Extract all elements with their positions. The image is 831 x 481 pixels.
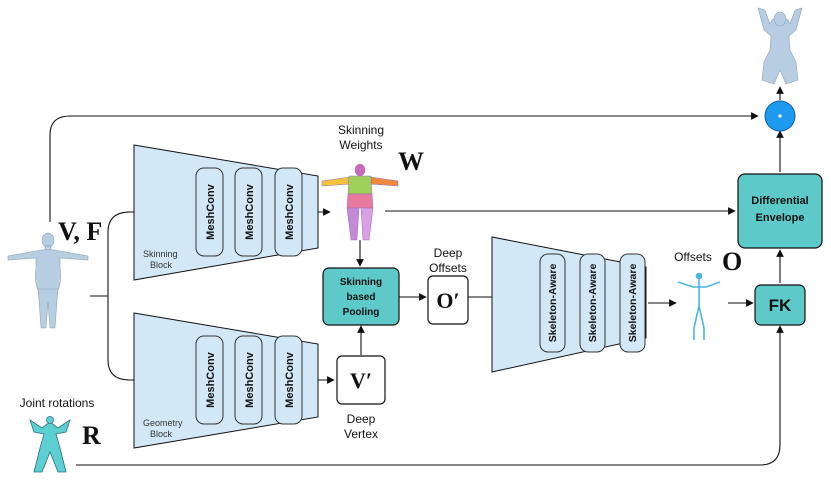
geometry-block: Geometry Block MeshConv MeshConv MeshCon…	[133, 312, 319, 449]
pooling-label-1: Skinning	[340, 277, 382, 288]
tpose-human-icon	[7, 232, 89, 329]
skeleton-icon	[677, 272, 721, 340]
joint-rotations-icon	[29, 416, 71, 473]
deep-offsets-box: O′	[427, 275, 469, 325]
deep-vertex-label-2: Vertex	[344, 427, 378, 441]
top-skip-arrow	[49, 112, 759, 222]
rotations-to-fk-arrow	[76, 325, 784, 466]
meshconv-label: MeshConv	[205, 183, 217, 240]
skeleton-aware-label: Skeleton-Aware	[627, 264, 639, 343]
colored-tpose-human-icon	[321, 163, 399, 241]
kneeling-human-icon	[757, 7, 803, 85]
to-geometry-arrow	[107, 296, 197, 384]
deep-offsets-label-2: Offsets	[429, 261, 467, 275]
differential-envelope-box: Differential Envelope	[737, 173, 823, 249]
skinning-block-label-1: Skinning	[143, 249, 178, 259]
skinning-block: Skinning Block MeshConv MeshConv MeshCon…	[133, 144, 319, 281]
connector-lines	[49, 86, 784, 466]
envelope-label-2: Envelope	[756, 212, 805, 224]
r-symbol: R	[82, 421, 101, 450]
geometry-block-label-1: Geometry	[143, 418, 183, 428]
meshconv-layer: MeshConv	[274, 167, 303, 257]
joint-rotations-label: Joint rotations	[20, 396, 95, 410]
meshconv-label: MeshConv	[244, 183, 256, 240]
fk-box: FK	[754, 284, 806, 326]
vf-symbol: V, F	[58, 217, 102, 246]
v-prime-symbol: V′	[350, 368, 372, 393]
skeleton-aware-label: Skeleton-Aware	[547, 264, 559, 343]
skeleton-aware-layer: Skeleton-Aware	[539, 253, 566, 353]
meshconv-label: MeshConv	[284, 351, 296, 408]
deep-vertex-label-1: Deep	[347, 412, 376, 426]
skinning-weights-label-1: Skinning	[338, 123, 384, 137]
skinning-weights-label-2: Weights	[339, 138, 382, 152]
meshconv-layer: MeshConv	[234, 167, 263, 257]
meshconv-layer: MeshConv	[234, 335, 263, 425]
meshconv-label: MeshConv	[205, 351, 217, 408]
blend-circle-icon	[764, 100, 796, 132]
w-symbol: W	[398, 147, 424, 176]
fk-label: FK	[769, 296, 792, 315]
skeleton-aware-layer: Skeleton-Aware	[579, 253, 606, 353]
meshconv-layer: MeshConv	[195, 167, 224, 257]
skinning-pooling-box: Skinning based Pooling	[322, 267, 400, 326]
meshconv-label: MeshConv	[284, 183, 296, 240]
meshconv-layer: MeshConv	[195, 335, 224, 425]
meshconv-layer: MeshConv	[274, 335, 303, 425]
meshconv-label: MeshConv	[244, 351, 256, 408]
geometry-block-label-2: Block	[150, 429, 173, 439]
o-prime-symbol: O′	[436, 288, 459, 313]
pooling-label-2: based	[347, 292, 376, 303]
to-skinning-arrow	[107, 208, 197, 296]
skinning-block-label-2: Block	[150, 260, 173, 270]
skeleton-aware-block: Skeleton-Aware Skeleton-Aware Skeleton-A…	[491, 236, 647, 373]
deep-offsets-label-1: Deep	[434, 246, 463, 260]
envelope-label-1: Differential	[751, 195, 808, 207]
skeleton-aware-label: Skeleton-Aware	[587, 264, 599, 343]
skeleton-aware-layer: Skeleton-Aware	[619, 253, 646, 353]
pooling-label-3: Pooling	[343, 307, 380, 318]
o-symbol: O	[722, 247, 742, 276]
deep-vertex-box: V′	[336, 355, 386, 405]
offsets-label: Offsets	[674, 250, 712, 264]
